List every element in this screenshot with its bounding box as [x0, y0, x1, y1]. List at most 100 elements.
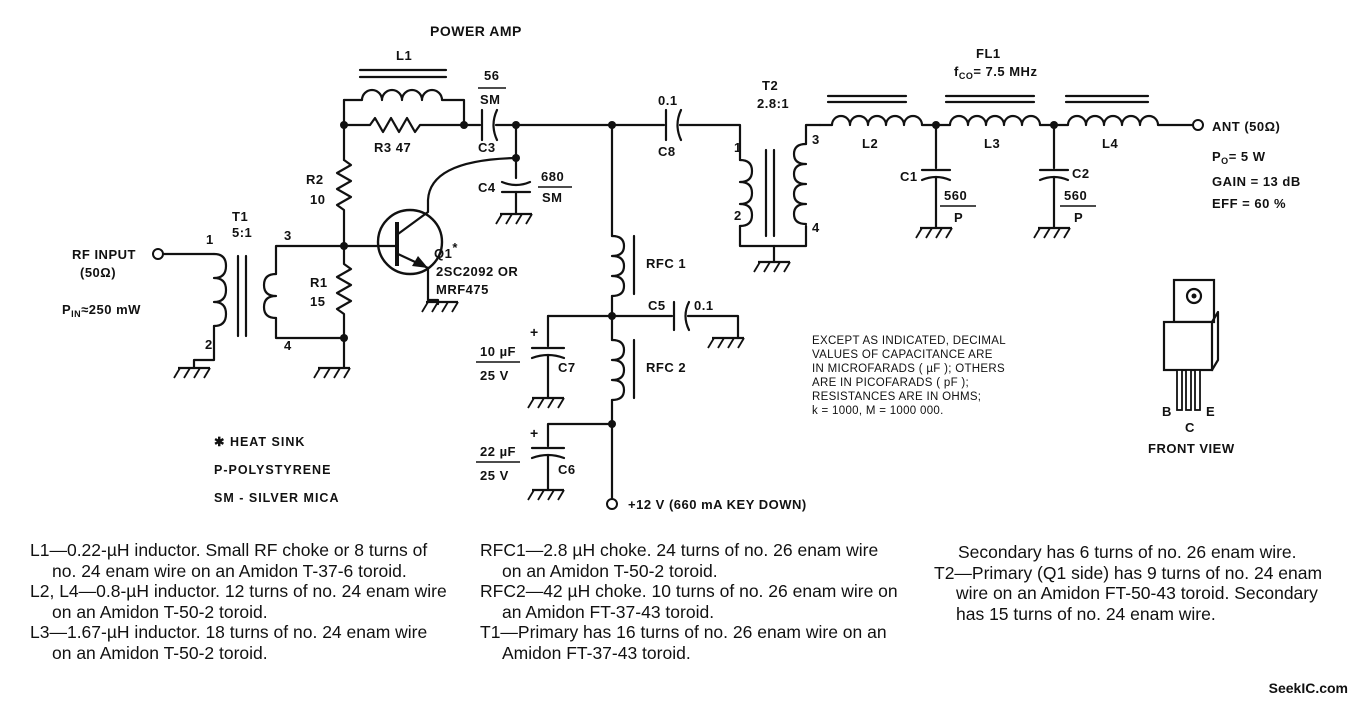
svg-text:C: C: [1185, 420, 1195, 435]
fl1-label: FL1 fCO= 7.5 MHz: [954, 46, 1037, 81]
svg-text:+12 V (660 mA KEY DOWN): +12 V (660 mA KEY DOWN): [628, 497, 807, 512]
t1-transformer: T1 5:1 1 2 3 4: [205, 209, 292, 353]
watermark: SeekIC.com: [1268, 680, 1348, 696]
svg-text:3: 3: [284, 228, 292, 243]
svg-text:10: 10: [310, 192, 325, 207]
svg-text:3: 3: [812, 132, 820, 147]
svg-text:R1: R1: [310, 275, 328, 290]
note-line: k = 1000, M = 1000 000.: [812, 405, 944, 417]
svg-text:2: 2: [734, 208, 742, 223]
note-line: VALUES OF CAPACITANCE ARE: [812, 349, 993, 361]
l3-inductor: L3: [934, 94, 1056, 151]
svg-text:EFF = 60 %: EFF = 60 %: [1212, 196, 1286, 211]
legend-heat-sink: ✱ HEAT SINK: [214, 435, 306, 449]
diagram-title: POWER AMP: [430, 23, 522, 39]
note-line: EXCEPT AS INDICATED, DECIMAL: [812, 335, 1006, 347]
svg-text:680: 680: [541, 169, 564, 184]
note-l3: L3—1.67-µH inductor. 18 turns of no. 24 …: [30, 622, 428, 663]
c3-capacitor: 56 SM C3: [462, 68, 614, 155]
svg-text:25 V: 25 V: [480, 468, 509, 483]
svg-text:560: 560: [1064, 188, 1087, 203]
transistor-package-front-view: B C E FRONT VIEW: [1148, 278, 1235, 456]
svg-text:PIN≈250 mW: PIN≈250 mW: [62, 302, 141, 319]
t2-transformer: T2 2.8:1 1 2 3 4: [734, 78, 822, 274]
svg-text:5:1: 5:1: [232, 225, 252, 240]
svg-text:C5: C5: [648, 298, 666, 313]
q1-transistor: Q1* 2SC2092 OR MRF475: [342, 156, 518, 314]
c7-capacitor: + 10 µF 25 V C7: [476, 314, 576, 410]
note-rfc1: RFC1—2.8 µH choke. 24 turns of no. 26 en…: [480, 540, 879, 581]
svg-text:C1: C1: [900, 169, 918, 184]
legend: ✱ HEAT SINK P-POLYSTYRENE SM - SILVER MI…: [214, 428, 340, 512]
svg-text:L1: L1: [396, 48, 412, 63]
svg-text:SM: SM: [480, 92, 501, 107]
svg-text:R3 47: R3 47: [374, 140, 411, 155]
note-line: RESISTANCES ARE IN OHMS;: [812, 391, 982, 403]
svg-text:1: 1: [734, 140, 742, 155]
svg-text:22 µF: 22 µF: [480, 444, 516, 459]
svg-text:SM: SM: [542, 190, 563, 205]
svg-text:L4: L4: [1102, 136, 1118, 151]
c8-capacitor: 0.1 C8: [610, 93, 742, 162]
svg-text:PO= 5 W: PO= 5 W: [1212, 149, 1266, 166]
note-t1-secondary: Secondary has 6 turns of no. 26 enam wir…: [958, 542, 1297, 562]
svg-text:C7: C7: [558, 360, 576, 375]
svg-text:0.1: 0.1: [694, 298, 714, 313]
note-rfc2: RFC2—42 µH choke. 10 turns of no. 26 ena…: [480, 581, 898, 622]
svg-text:560: 560: [944, 188, 967, 203]
c4-capacitor: C4 680 SM: [478, 156, 572, 226]
svg-text:2: 2: [205, 337, 213, 352]
c1-capacitor: C1 560 P: [900, 123, 976, 240]
note-t2: T2—Primary (Q1 side) has 9 turns of no. …: [934, 562, 1323, 624]
svg-text:T2: T2: [762, 78, 778, 93]
svg-text:Q1*: Q1*: [434, 240, 458, 261]
svg-text:4: 4: [812, 220, 820, 235]
svg-text:ANT (50Ω): ANT (50Ω): [1212, 119, 1280, 134]
rfc2-choke: RFC 2: [610, 314, 686, 402]
svg-text:C8: C8: [658, 144, 676, 159]
svg-text:E: E: [1206, 404, 1215, 419]
c5-capacitor: C5 0.1: [610, 298, 746, 350]
svg-text:(50Ω): (50Ω): [80, 265, 116, 280]
legend-silver-mica: SM - SILVER MICA: [214, 491, 340, 505]
svg-text:GAIN = 13 dB: GAIN = 13 dB: [1212, 174, 1301, 189]
note-l1: L1—0.22-µH inductor. Small RF choke or 8…: [30, 540, 428, 581]
note-line: ARE IN PICOFARADS ( pF );: [812, 377, 970, 389]
svg-text:FRONT VIEW: FRONT VIEW: [1148, 441, 1235, 456]
c6-capacitor: + 22 µF 25 V C6: [476, 422, 614, 502]
rfc1-choke: RFC 1: [610, 123, 686, 298]
note-line: IN MICROFARADS ( µF ); OTHERS: [812, 363, 1005, 375]
rf-input-port: RF INPUT (50Ω) PIN≈250 mW: [62, 247, 164, 319]
r2-resistor: R2 10: [306, 158, 353, 248]
svg-text:C3: C3: [478, 140, 496, 155]
svg-text:2.8:1: 2.8:1: [757, 96, 789, 111]
svg-text:10 µF: 10 µF: [480, 344, 516, 359]
l4-inductor: L4: [1052, 94, 1194, 151]
parts-notes-col2: RFC1—2.8 µH choke. 24 turns of no. 26 en…: [480, 540, 900, 663]
svg-text:MRF475: MRF475: [436, 282, 489, 297]
svg-text:P: P: [954, 210, 963, 225]
svg-text:56: 56: [484, 68, 499, 83]
svg-text:C6: C6: [558, 462, 576, 477]
antenna-port: ANT (50Ω) PO= 5 W GAIN = 13 dB EFF = 60 …: [1192, 119, 1301, 211]
svg-text:L3: L3: [984, 136, 1000, 151]
svg-text:T1: T1: [232, 209, 248, 224]
svg-text:2SC2092 OR: 2SC2092 OR: [436, 264, 518, 279]
l1-inductor: L1: [342, 48, 466, 127]
svg-text:15: 15: [310, 294, 325, 309]
l2-inductor: L2: [818, 94, 938, 151]
svg-text:FL1: FL1: [976, 46, 1001, 61]
note-l2-l4: L2, L4—0.8-µH inductor. 12 turns of no. …: [30, 581, 447, 622]
svg-text:25 V: 25 V: [480, 368, 509, 383]
svg-text:B: B: [1162, 404, 1172, 419]
value-units-note: EXCEPT AS INDICATED, DECIMAL VALUES OF C…: [812, 334, 1112, 418]
svg-text:0.1: 0.1: [658, 93, 678, 108]
svg-text:1: 1: [206, 232, 214, 247]
supply-terminal: +12 V (660 mA KEY DOWN): [606, 497, 807, 512]
svg-text:+: +: [530, 324, 539, 340]
r3-resistor: R3 47: [342, 116, 466, 155]
svg-text:+: +: [530, 425, 539, 441]
note-t1: T1—Primary has 16 turns of no. 26 enam w…: [480, 622, 887, 663]
svg-text:R2: R2: [306, 172, 324, 187]
